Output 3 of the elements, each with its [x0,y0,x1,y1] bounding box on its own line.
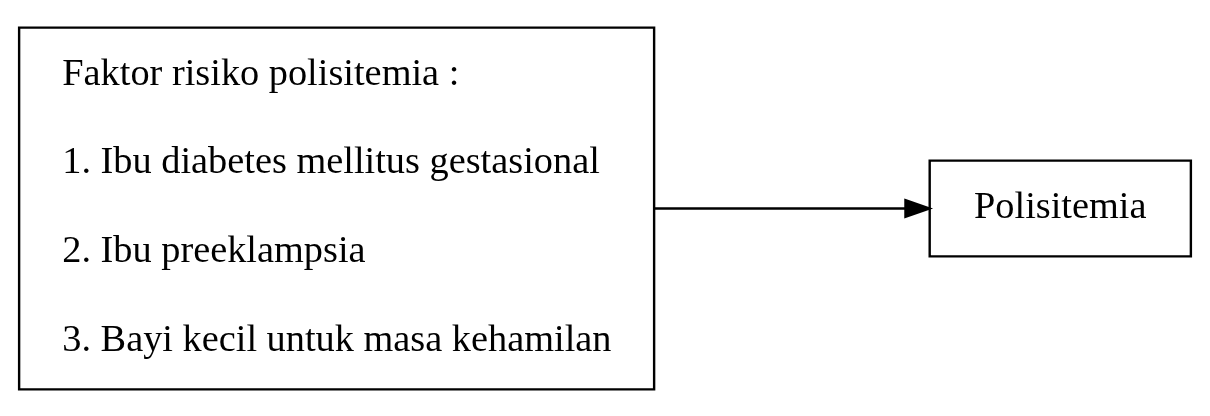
node-box: Faktor risiko polisitemia : 1. Ibu diabetes mellitus gestasional 2. Ibu preeklampsia 3. Bayi kecil untuk masa kehamilan [17,25,656,391]
arrow [654,197,934,219]
node-box: Polisitemia [928,158,1193,258]
